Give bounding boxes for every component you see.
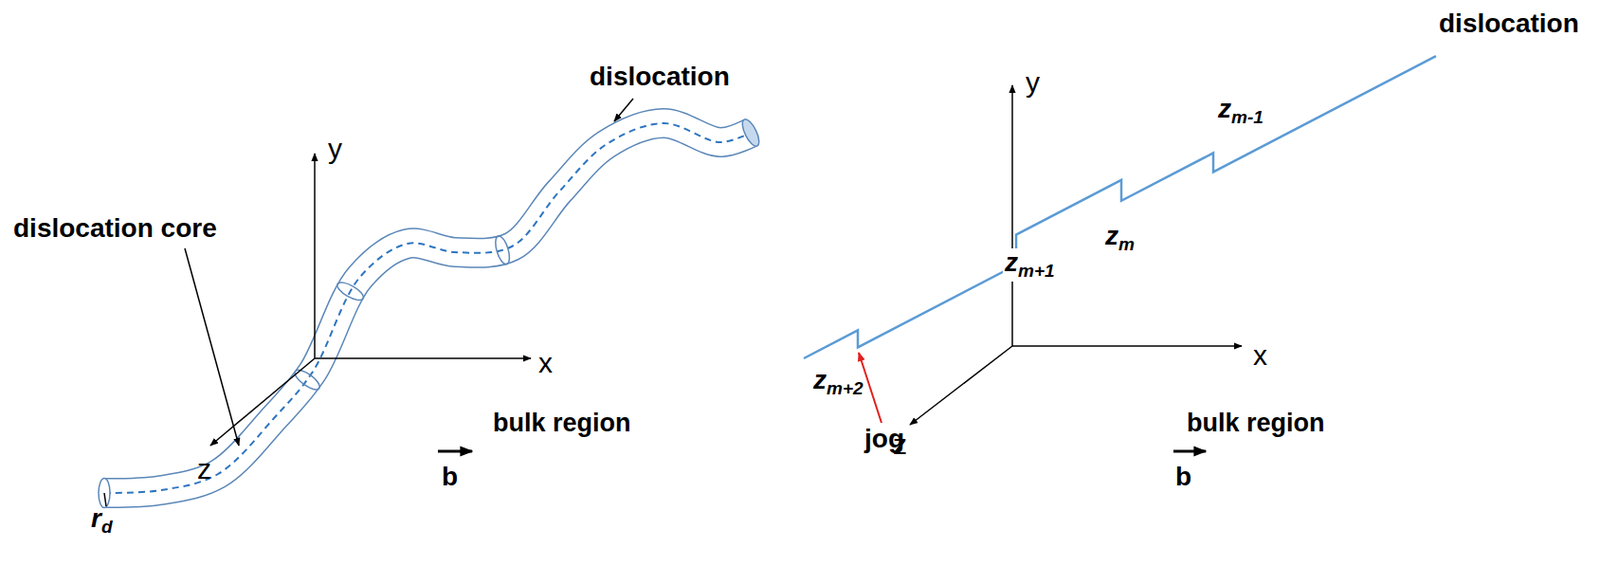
- x-axis: [314, 357, 531, 360]
- tube-body: [104, 123, 751, 493]
- text-label: dislocation: [1438, 9, 1580, 39]
- text-label: b: [441, 462, 458, 492]
- z-axis: [909, 345, 1013, 425]
- burgers-arrow: [437, 450, 473, 454]
- text-label: dislocation: [589, 62, 730, 92]
- subscript-symbol: zm+2: [813, 365, 864, 400]
- axes: [184, 85, 1242, 452]
- leader-arrow: [614, 98, 634, 122]
- tube-outline: [104, 123, 751, 493]
- core-section: [291, 366, 323, 394]
- text-label: b: [1175, 462, 1192, 492]
- text-label: y: [327, 132, 343, 164]
- subscript-symbol: zm: [1105, 221, 1135, 255]
- dislocation-line: [803, 55, 1437, 359]
- text-label: dislocation core: [13, 214, 218, 244]
- text-label: z: [892, 428, 908, 460]
- text-label: y: [1025, 66, 1040, 98]
- core-section: [492, 234, 512, 266]
- subscript-symbol: zm+1: [1002, 248, 1057, 282]
- subscript-symbol: rd: [90, 504, 113, 538]
- leader-arrow: [184, 248, 239, 446]
- text-label: bulk region: [1186, 409, 1326, 438]
- core-section: [739, 116, 763, 148]
- text-label: z: [197, 453, 212, 485]
- dislocation-tube: [98, 116, 763, 508]
- text-label: x: [538, 346, 553, 379]
- y-axis: [1011, 85, 1014, 346]
- dislocation-line: [104, 123, 751, 493]
- jogged-dislocation: [803, 55, 1437, 423]
- burgers-arrow: [1173, 450, 1206, 454]
- core-section: [334, 278, 366, 304]
- x-axis: [1012, 345, 1242, 347]
- core-section: [98, 477, 110, 508]
- z-axis: [210, 358, 315, 446]
- radius-mark: [104, 492, 107, 507]
- text-label: bulk region: [492, 409, 632, 438]
- text-label: x: [1253, 339, 1268, 371]
- y-axis: [313, 153, 316, 359]
- subscript-symbol: zm-1: [1218, 94, 1264, 128]
